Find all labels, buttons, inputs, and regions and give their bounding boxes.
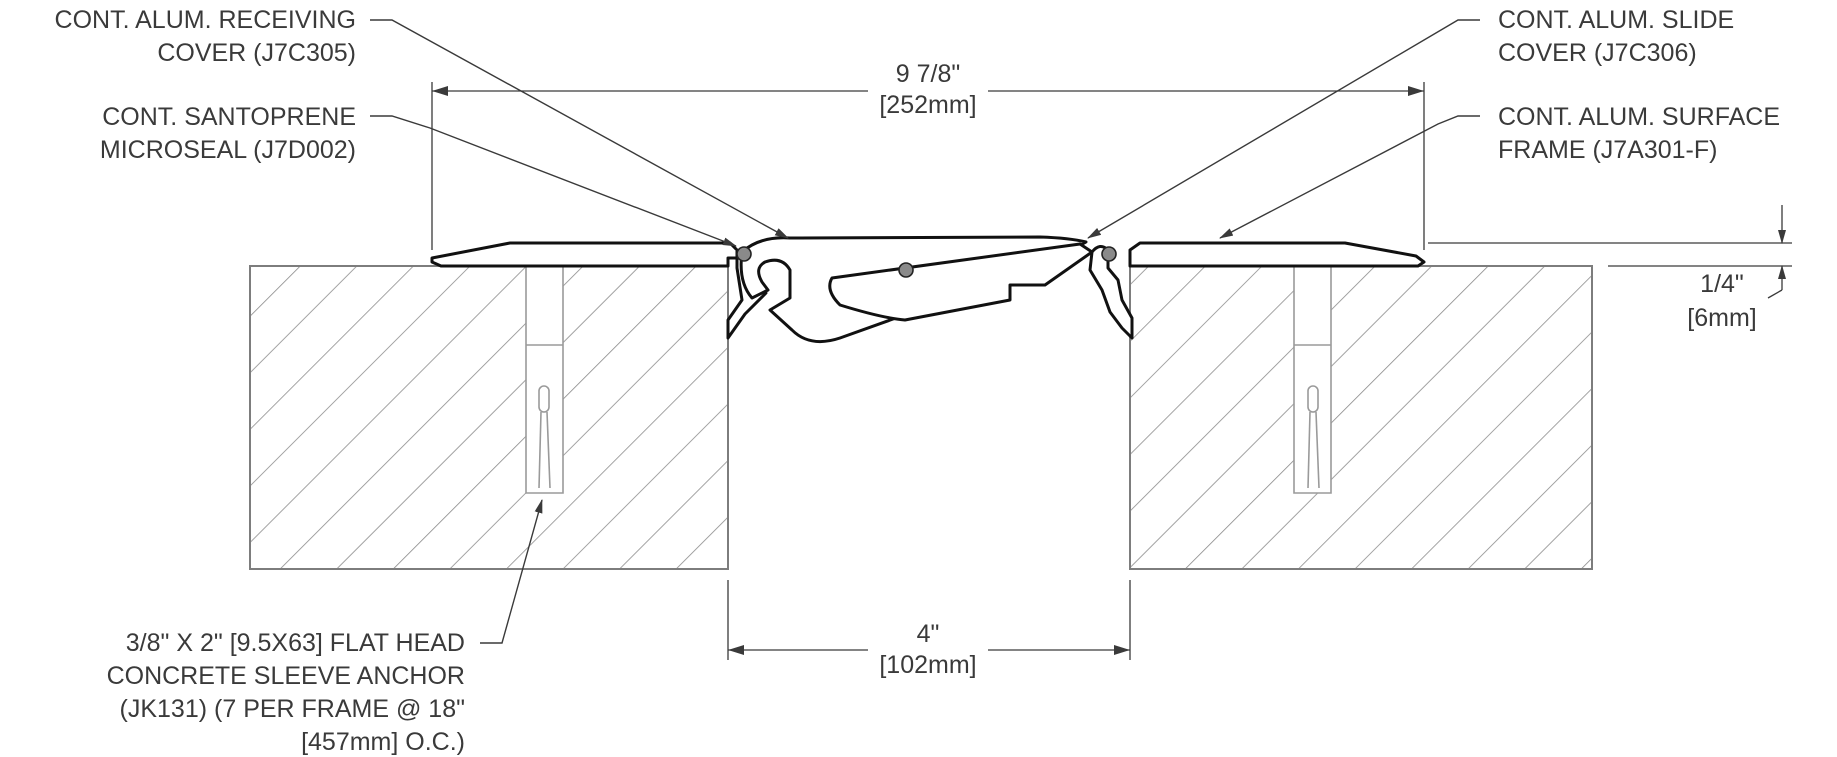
right-microseal xyxy=(1101,246,1117,262)
left-surface-frame xyxy=(430,241,768,340)
svg-text:CONCRETE SLEEVE ANCHOR: CONCRETE SLEEVE ANCHOR xyxy=(107,662,465,690)
svg-text:MICROSEAL (J7D002): MICROSEAL (J7D002) xyxy=(100,136,356,164)
right-concrete-slab xyxy=(1129,265,1593,570)
slide-cover-leader xyxy=(1087,19,1480,239)
microseal-label: CONT. SANTOPRENE MICROSEAL (J7D002) xyxy=(100,103,356,164)
svg-text:FRAME (J7A301-F): FRAME (J7A301-F) xyxy=(1498,136,1717,164)
microseal-leader xyxy=(370,115,737,247)
left-concrete-slab xyxy=(249,265,729,570)
surface-frame-label: CONT. ALUM. SURFACE FRAME (J7A301-F) xyxy=(1498,103,1780,164)
height-imperial: 1/4" xyxy=(1700,270,1744,298)
slide-cover xyxy=(828,242,1094,322)
receiving-cover-leader xyxy=(370,19,789,239)
height-dimension: 1/4" [6mm] xyxy=(1428,205,1792,332)
svg-text:(JK131) (7 PER FRAME @ 18": (JK131) (7 PER FRAME @ 18" xyxy=(120,695,465,723)
slide-cover-label: CONT. ALUM. SLIDE COVER (J7C306) xyxy=(1498,6,1734,67)
overall-width-imperial: 9 7/8" xyxy=(896,60,960,88)
svg-text:CONT. SANTOPRENE: CONT. SANTOPRENE xyxy=(102,103,356,131)
joint-width-metric: [102mm] xyxy=(879,651,976,679)
joint-width-dimension: 4" [102mm] xyxy=(727,580,1131,679)
svg-text:CONT. ALUM. RECEIVING: CONT. ALUM. RECEIVING xyxy=(55,6,356,34)
height-metric: [6mm] xyxy=(1687,304,1756,332)
left-microseal xyxy=(736,246,752,262)
joint-width-imperial: 4" xyxy=(917,620,940,648)
overall-width-metric: [252mm] xyxy=(879,91,976,119)
anchor-label: 3/8" X 2" [9.5X63] FLAT HEAD CONCRETE SL… xyxy=(107,629,465,756)
svg-text:COVER (J7C306): COVER (J7C306) xyxy=(1498,39,1697,67)
svg-text:COVER (J7C305): COVER (J7C305) xyxy=(157,39,356,67)
anchor-leader xyxy=(480,499,543,644)
slide-pivot xyxy=(898,262,914,278)
receiving-cover-label: CONT. ALUM. RECEIVING COVER (J7C305) xyxy=(55,6,356,67)
svg-text:CONT. ALUM. SLIDE: CONT. ALUM. SLIDE xyxy=(1498,6,1734,34)
svg-text:[457mm] O.C.): [457mm] O.C.) xyxy=(301,728,465,756)
svg-text:3/8" X 2" [9.5X63] FLAT HEAD: 3/8" X 2" [9.5X63] FLAT HEAD xyxy=(126,629,465,657)
surface-frame-leader xyxy=(1219,115,1480,239)
right-frame-top xyxy=(1128,241,1426,268)
svg-text:CONT. ALUM. SURFACE: CONT. ALUM. SURFACE xyxy=(1498,103,1780,131)
overall-width-dimension: 9 7/8" [252mm] xyxy=(431,60,1425,250)
